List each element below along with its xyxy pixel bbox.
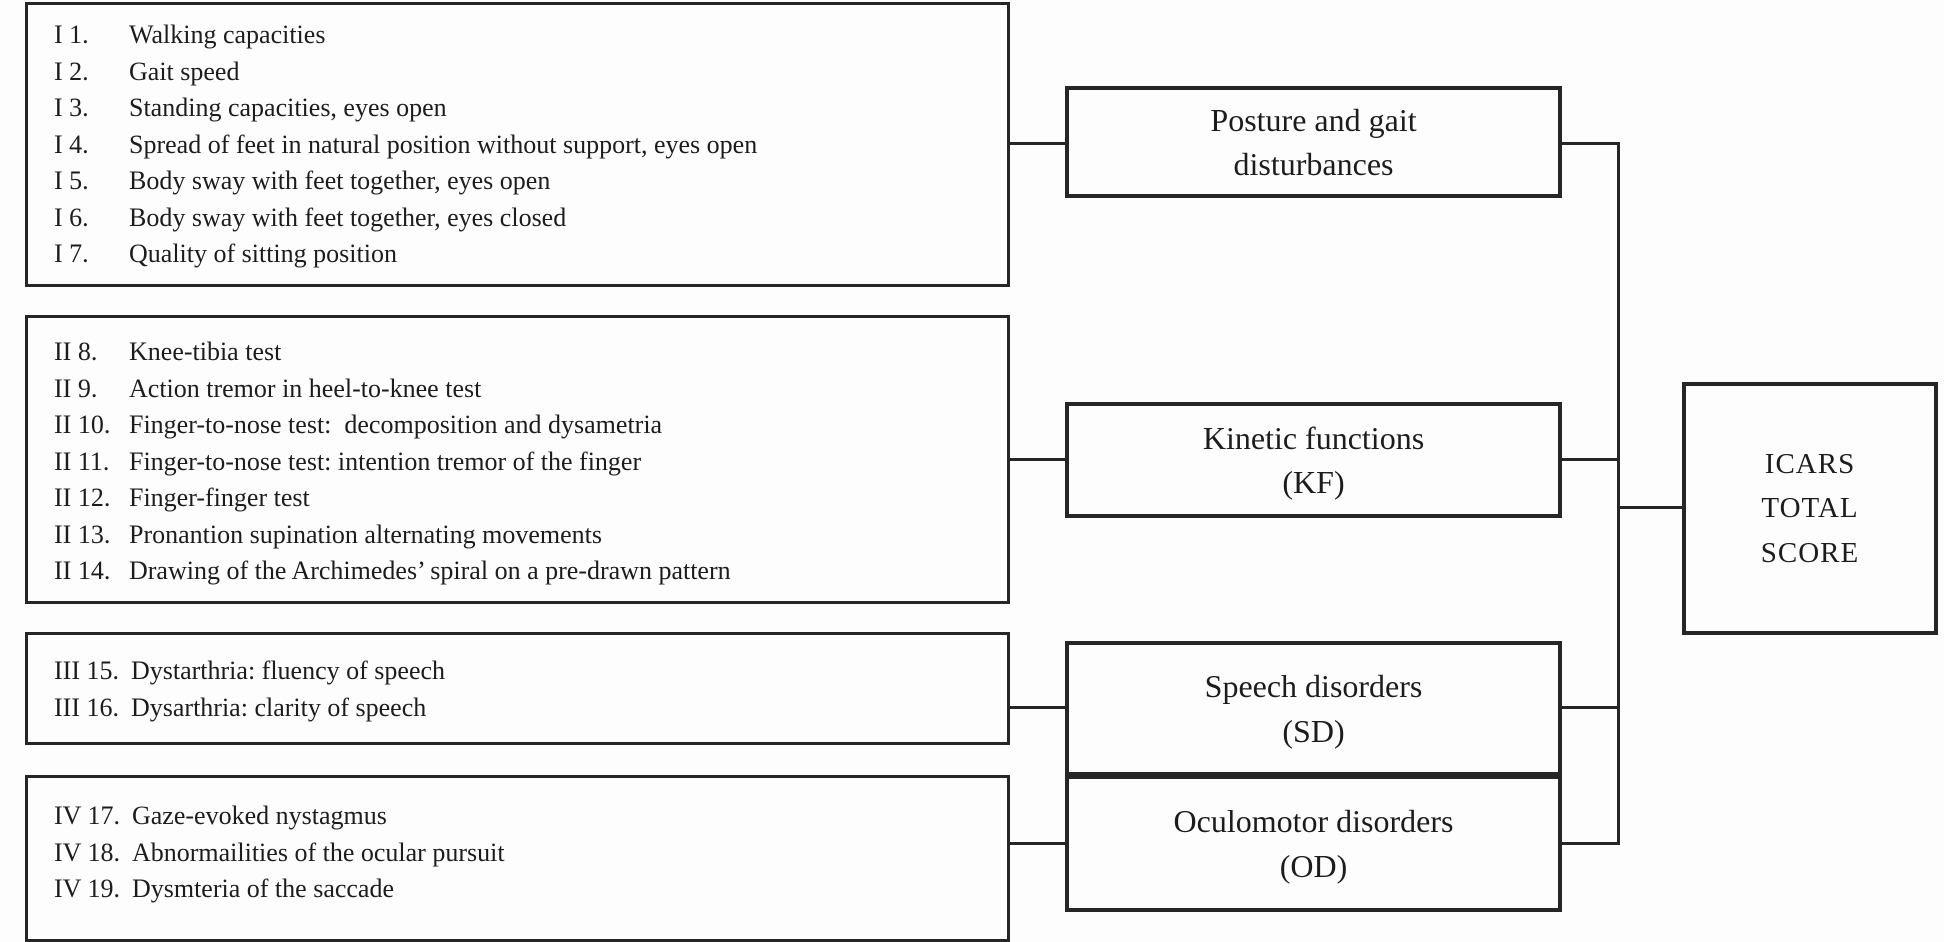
item-row: III 15. Dystarthria: fluency of speech bbox=[54, 653, 997, 690]
connector-line bbox=[1559, 142, 1620, 145]
category-label-line2: (SD) bbox=[1282, 712, 1345, 749]
item-text: Dystarthria: fluency of speech bbox=[130, 656, 446, 685]
item-row: III 16. Dysarthria: clarity of speech bbox=[54, 690, 997, 727]
item-row: I 3. Standing capacities, eyes open bbox=[54, 90, 997, 127]
item-number: II 11. bbox=[54, 446, 110, 476]
category-box-oculomotor-disorders: Oculomotor disorders (OD) bbox=[1065, 775, 1562, 912]
item-row: IV 17. Gaze-evoked nystagmus bbox=[54, 798, 997, 835]
item-text: Pronantion supination alternating moveme… bbox=[129, 519, 602, 549]
item-row: I 4. Spread of feet in natural position w… bbox=[54, 127, 997, 164]
connector-line bbox=[1559, 458, 1620, 461]
category-box-posture-gait: Posture and gait disturbances bbox=[1065, 86, 1562, 198]
total-score-line3: SCORE bbox=[1760, 536, 1860, 569]
item-text: Action tremor in heel-to-knee test bbox=[129, 373, 482, 403]
category-label-line1: Kinetic functions bbox=[1202, 419, 1425, 456]
total-score-line1: ICARS bbox=[1764, 448, 1856, 481]
category-label-line1: Oculomotor disorders bbox=[1173, 803, 1454, 840]
item-text: Finger-to-nose test: decomposition and d… bbox=[129, 410, 663, 439]
item-text: Gaze-evoked nystagmus bbox=[131, 801, 387, 830]
category-label-line1: Speech disorders bbox=[1204, 668, 1423, 705]
item-row: II 11. Finger-to-nose test: intention tre… bbox=[54, 444, 997, 481]
category-box-kinetic-functions: Kinetic functions (KF) bbox=[1065, 402, 1562, 518]
category-label-line2: (OD) bbox=[1279, 847, 1348, 884]
connector-line bbox=[1559, 706, 1620, 709]
item-row: IV 19. Dysmteria of the saccade bbox=[54, 871, 997, 908]
connector-line bbox=[1010, 706, 1068, 709]
item-text: Walking capacities bbox=[129, 20, 326, 49]
item-number: II 14. bbox=[54, 556, 111, 585]
item-text: Dysarthria: clarity of speech bbox=[130, 692, 427, 722]
item-text: Gait speed bbox=[129, 56, 240, 86]
posture-gait-items-box: I 1. Walking capacities I 2. Gait speed I … bbox=[25, 2, 1010, 287]
category-label-line1: Posture and gait bbox=[1210, 101, 1417, 138]
item-row: I 2. Gait speed bbox=[54, 54, 997, 91]
item-number: II 10. bbox=[54, 410, 111, 439]
item-number: II 12. bbox=[54, 483, 111, 512]
item-number: I 4. bbox=[54, 129, 89, 159]
item-number: IV 19. bbox=[54, 874, 120, 903]
connector-line bbox=[1010, 458, 1068, 461]
category-label-line2: disturbances bbox=[1233, 146, 1394, 182]
item-row: I 5. Body sway with feet together, eyes o… bbox=[54, 163, 997, 200]
item-row: I 7. Quality of sitting position bbox=[54, 236, 997, 273]
item-number: IV 17. bbox=[54, 801, 120, 830]
item-number: I 3. bbox=[54, 93, 89, 122]
category-label-line2: (KF) bbox=[1282, 464, 1345, 500]
item-text: Finger-finger test bbox=[129, 483, 310, 512]
item-text: Abnormailities of the ocular pursuit bbox=[131, 837, 505, 867]
item-row: IV 18. Abnormailities of the ocular pursu… bbox=[54, 835, 997, 872]
item-number: I 5. bbox=[54, 166, 89, 195]
connector-trunk-line bbox=[1617, 142, 1620, 845]
item-number: II 9. bbox=[54, 373, 98, 403]
item-text: Body sway with feet together, eyes close… bbox=[129, 202, 567, 232]
item-row: II 8. Knee-tibia test bbox=[54, 334, 997, 371]
item-number: I 6. bbox=[54, 202, 89, 232]
item-text: Standing capacities, eyes open bbox=[129, 93, 447, 122]
item-text: Spread of feet in natural position witho… bbox=[129, 129, 758, 159]
item-text: Drawing of the Archimedes’ spiral on a p… bbox=[129, 556, 731, 585]
item-number: II 8. bbox=[54, 337, 98, 366]
connector-line bbox=[1010, 842, 1068, 845]
item-number: II 13. bbox=[54, 519, 111, 549]
item-number: IV 18. bbox=[54, 837, 120, 867]
connector-line bbox=[1010, 142, 1068, 145]
oculomotor-items-box: IV 17. Gaze-evoked nystagmus IV 18. Abnorm… bbox=[25, 775, 1010, 942]
item-text: Body sway with feet together, eyes open bbox=[129, 166, 551, 195]
item-text: Knee-tibia test bbox=[129, 337, 282, 366]
icars-total-score-box: ICARS TOTAL SCORE bbox=[1682, 382, 1938, 635]
item-number: I 1. bbox=[54, 20, 89, 49]
item-row: II 12. Finger-finger test bbox=[54, 480, 997, 517]
category-box-speech-disorders: Speech disorders (SD) bbox=[1065, 641, 1562, 776]
item-row: I 6. Body sway with feet together, eyes c… bbox=[54, 200, 997, 237]
item-text: Finger-to-nose test: intention tremor of… bbox=[129, 446, 642, 476]
item-row: I 1. Walking capacities bbox=[54, 17, 997, 54]
kinetic-items-box: II 8. Knee-tibia test II 9. Action tremor … bbox=[25, 315, 1010, 604]
item-number: III 15. bbox=[54, 656, 119, 685]
connector-line bbox=[1620, 506, 1682, 509]
item-row: II 10. Finger-to-nose test: decomposition… bbox=[54, 407, 997, 444]
item-number: I 7. bbox=[54, 239, 89, 268]
speech-items-box: III 15. Dystarthria: fluency of speech II… bbox=[25, 632, 1010, 745]
item-text: Dysmteria of the saccade bbox=[131, 874, 395, 903]
item-row: II 14. Drawing of the Archimedes’ spiral … bbox=[54, 553, 997, 590]
item-number: I 2. bbox=[54, 56, 89, 86]
total-score-line2: TOTAL bbox=[1761, 492, 1859, 525]
item-number: III 16. bbox=[54, 692, 119, 722]
item-row: II 9. Action tremor in heel-to-knee test bbox=[54, 371, 997, 408]
connector-line bbox=[1559, 842, 1620, 845]
item-row: II 13. Pronantion supination alternating … bbox=[54, 517, 997, 554]
item-text: Quality of sitting position bbox=[129, 239, 397, 268]
